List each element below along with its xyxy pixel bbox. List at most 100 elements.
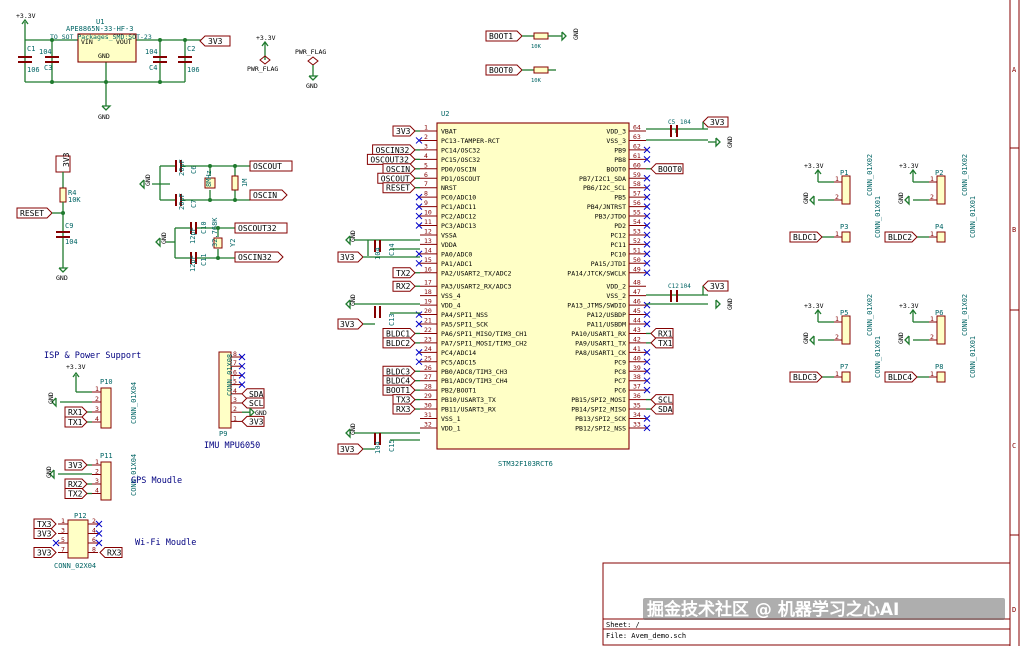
- isp-value: CONN_01X04: [130, 382, 138, 424]
- no-connect-icon: [52, 539, 60, 547]
- mcu-pin-name: PA3/USART2_RX/ADC3: [441, 283, 512, 291]
- no-connect-icon: [643, 348, 651, 356]
- c2-ref: C2: [187, 45, 195, 53]
- border-row-a: A: [1012, 66, 1017, 74]
- mcu-pin-name: PB8: [614, 156, 626, 164]
- no-connect-icon: [643, 386, 651, 394]
- mcu-pin-name: PB5: [614, 194, 626, 202]
- mcu-net-16: TX2: [396, 269, 411, 278]
- mcu-pin-name: PB10/USART3_TX: [441, 396, 496, 404]
- regulator-section: +3.3V C1 106 104 C3 104 C4 C2 106 U1 APE…: [16, 12, 326, 121]
- mcu-net-26: BLDC3: [386, 367, 410, 376]
- mcu-pin-name: PA4/SPI1_NSS: [441, 311, 488, 319]
- mcu-pin-name: PB6/I2C_SCL: [583, 184, 626, 192]
- no-connect-icon: [238, 353, 246, 361]
- c15-value: 104: [374, 441, 382, 454]
- bldc-ref-2: P8: [935, 363, 943, 371]
- bldc-gnd-label: GND: [802, 192, 810, 204]
- c11-ref: C11: [200, 253, 208, 266]
- mcu-net-16-flag: [392, 267, 416, 279]
- mcu-pin-name: VSS_3: [606, 137, 626, 145]
- bldc-v33-label: +3.3V: [804, 302, 824, 310]
- c9-ref: C9: [65, 222, 73, 230]
- c1-value: 106: [27, 66, 40, 74]
- gps-pin-number: 1: [95, 458, 99, 466]
- oscout32-label: OSCOUT32: [238, 224, 277, 233]
- mcu-net-27-flag: [382, 375, 416, 387]
- gps-net-4: TX2: [68, 490, 83, 499]
- mcu-left-gnd-2: GND: [349, 294, 357, 306]
- mcu-net-7: RESET: [386, 184, 410, 193]
- mcu-left-gnd-1: GND: [349, 230, 357, 242]
- border-row-c: C: [1012, 442, 1016, 450]
- mcu-pin-number: 18: [424, 288, 432, 296]
- mcu-pin-number: 12: [424, 227, 432, 235]
- mcu-pin-name: PA11/USBDM: [587, 321, 626, 329]
- y2-ref: Y2: [229, 239, 237, 247]
- gps-net-1-flag: [64, 459, 88, 471]
- c12-value: 104: [680, 283, 691, 290]
- mcu-net-17: RX2: [396, 282, 411, 291]
- no-connect-icon: [95, 539, 103, 547]
- gps-net-3-flag: [64, 478, 88, 490]
- c4-ref: C4: [149, 64, 157, 72]
- mcu-net-17-flag: [392, 280, 416, 292]
- mcu-pin-name: PC5/ADC15: [441, 358, 476, 366]
- mcu-net-22-flag: [382, 327, 416, 339]
- mcu-pin-name: PA12/USBDP: [587, 311, 626, 319]
- oscin32-label: OSCIN32: [238, 253, 272, 262]
- mcu-pin-number: 58: [633, 180, 641, 188]
- imu-pin-number: 1: [233, 414, 237, 422]
- no-connect-icon: [238, 381, 246, 388]
- u1-gnd-label: GND: [98, 113, 110, 121]
- wifi-net-3-flag: [33, 528, 57, 539]
- mcu-pin-name: PB2/BOOT1: [441, 387, 476, 395]
- mcu-pin-number: 30: [424, 402, 432, 410]
- mcu-net-3: OSCIN32: [376, 146, 410, 155]
- mcu-pin-name: PA5/SPI1_SCK: [441, 321, 488, 329]
- bldc-ref: P6: [935, 309, 943, 317]
- u1-body: [77, 33, 137, 63]
- mcu-net-6-flag: [377, 172, 416, 184]
- no-connect-icon: [643, 424, 651, 432]
- wifi-pin-number: 5: [61, 536, 65, 544]
- pwrflag-1-label: PWR_FLAG: [247, 65, 278, 73]
- bldc-ref: P1: [840, 169, 848, 177]
- mcu-pin-number: 47: [633, 288, 641, 296]
- boot0-label: BOOT0: [489, 66, 513, 75]
- mcu-pin-name: PC4/ADC14: [441, 349, 476, 357]
- no-connect-icon: [643, 250, 651, 258]
- no-connect-icon: [415, 193, 423, 201]
- u1-ref: U1: [96, 18, 104, 26]
- oscin-label: OSCIN: [253, 191, 277, 200]
- bldc-ref: P5: [840, 309, 848, 317]
- imu-net-4: SDA: [249, 390, 264, 399]
- isp-net-3-flag: [64, 406, 88, 418]
- bldc-label-1-flag: [789, 231, 823, 243]
- no-connect-icon: [238, 362, 246, 370]
- pwrflag-2-label: PWR_FLAG: [295, 48, 326, 56]
- no-connect-icon: [643, 193, 651, 201]
- oscout-label: OSCOUT: [253, 162, 282, 171]
- isp-v33-label: +3.3V: [66, 363, 86, 371]
- mcu-left-3v3-a: [337, 251, 364, 263]
- mcu-pin-number: 37: [633, 383, 641, 391]
- mcu-net-4: OSCOUT32: [370, 155, 409, 164]
- mcu-net-36: SCL: [658, 396, 673, 405]
- mcu-pin-name: VSS_1: [441, 415, 461, 423]
- gps-value: CONN_01X04: [130, 454, 138, 496]
- reset-section: 3V3 R4 10K C9 104 GND RESET: [16, 152, 81, 282]
- bldc-pin-number: 2: [835, 193, 839, 201]
- isp-section: ISP & Power Support +3.3V GND 123RX14TX1…: [44, 351, 141, 429]
- imu-value: CONN_01X08: [226, 354, 234, 396]
- no-connect-icon: [95, 530, 103, 537]
- c5-ref: C5: [668, 119, 676, 126]
- mcu-net-35-flag: [650, 403, 674, 415]
- reset-supply: 3V3: [62, 152, 71, 167]
- bldc-value: CONN_01X02: [866, 154, 874, 196]
- u1-value: APE8865N-33-HF-3: [66, 25, 133, 33]
- mcu-pin-number: 16: [424, 265, 432, 273]
